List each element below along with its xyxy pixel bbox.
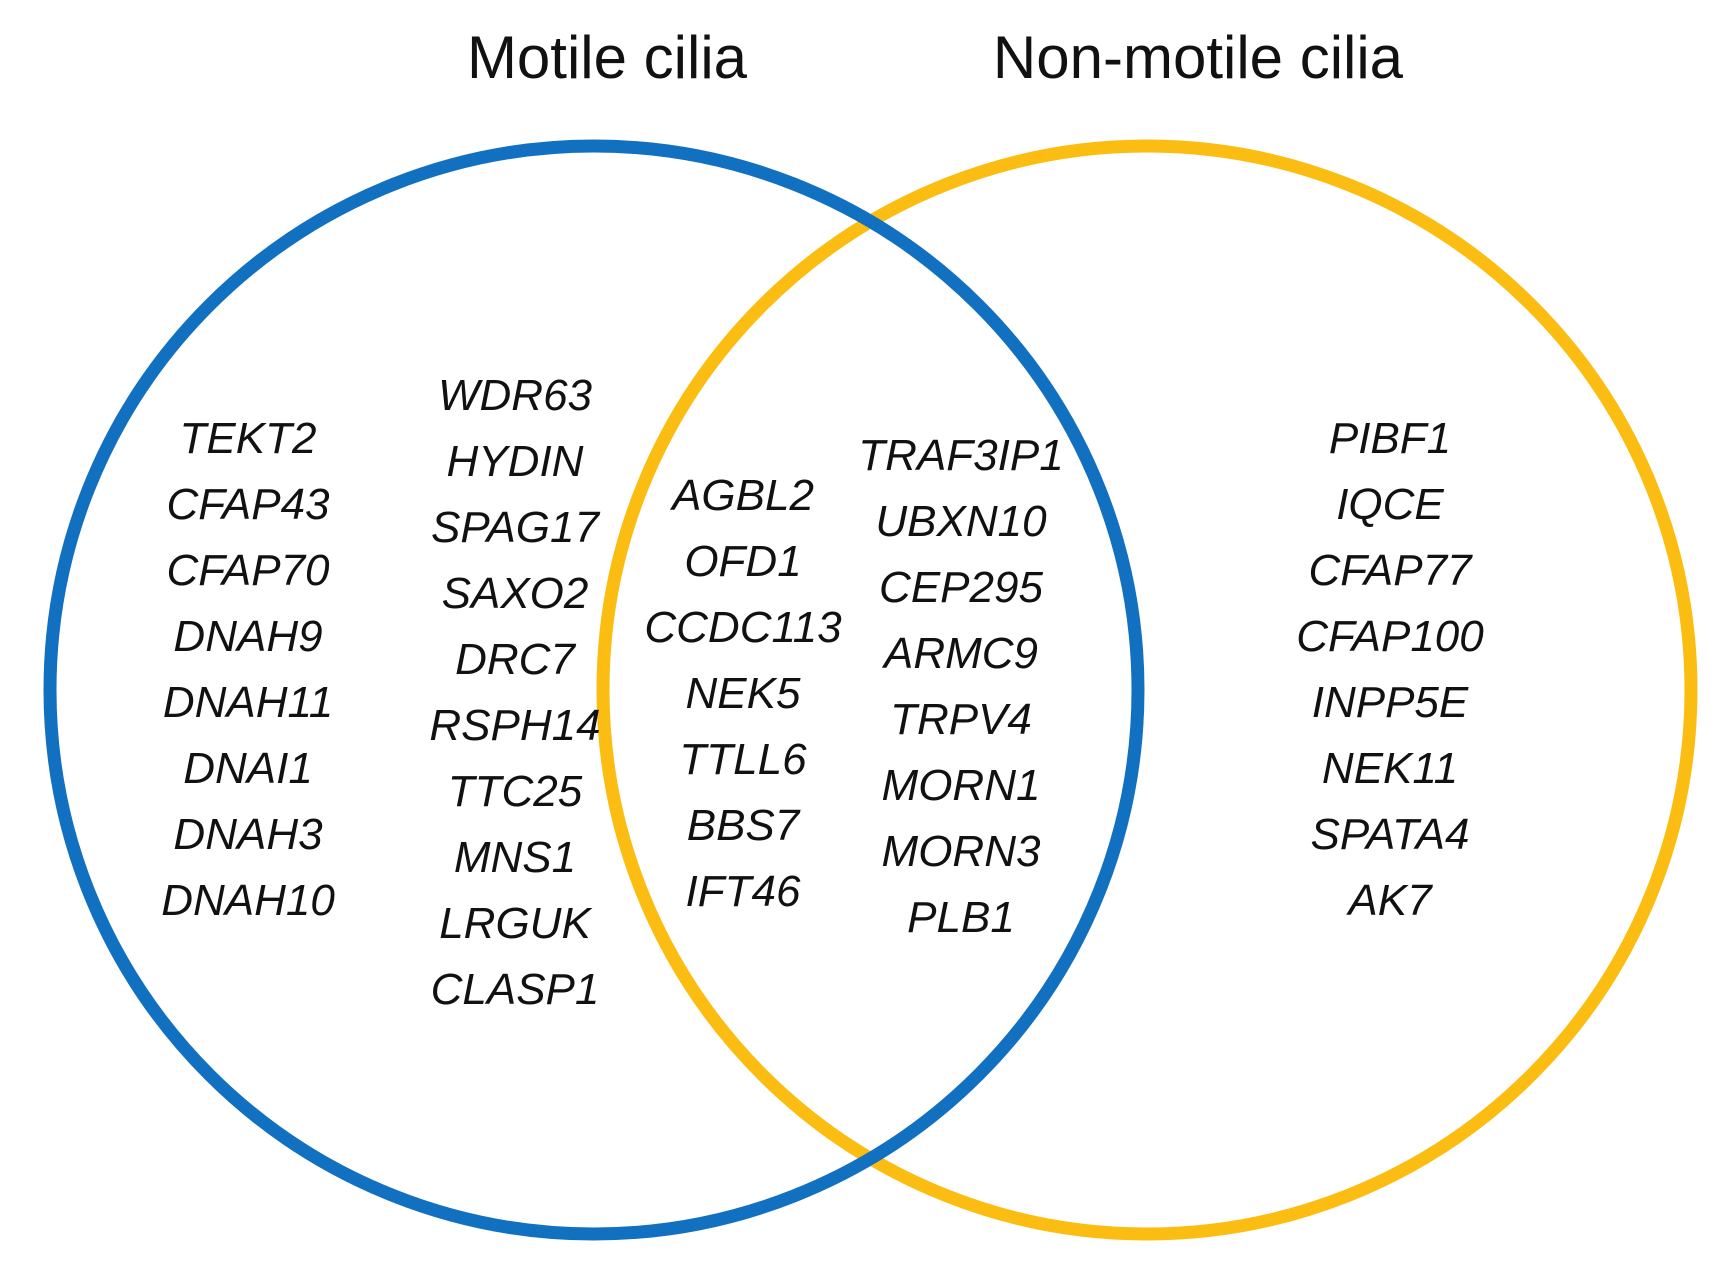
gene-label: TTLL6 <box>679 735 807 784</box>
gene-label: NEK11 <box>1321 744 1459 793</box>
gene-label: OFD1 <box>684 537 802 586</box>
gene-label: TRAF3IP1 <box>858 431 1064 480</box>
gene-label: HYDIN <box>446 437 584 486</box>
gene-label: WDR63 <box>437 371 593 420</box>
gene-label: DNAH3 <box>173 810 323 859</box>
gene-label: MNS1 <box>453 833 577 882</box>
gene-label: MORN3 <box>881 827 1041 876</box>
gene-label: BBS7 <box>686 801 800 850</box>
gene-label: TTC25 <box>447 767 583 816</box>
gene-label: TEKT2 <box>179 414 317 463</box>
gene-label: TRPV4 <box>890 695 1032 744</box>
gene-label: MORN1 <box>881 761 1041 810</box>
gene-label: CEP295 <box>879 563 1043 612</box>
gene-label: AK7 <box>1348 876 1432 925</box>
gene-label: IQCE <box>1336 480 1444 529</box>
gene-label: SPAG17 <box>431 503 599 552</box>
shared-gene-list-1: AGBL2 OFD1 CCDC113 NEK5 TTLL6 BBS7 IFT46 <box>628 463 858 925</box>
motile-cilia-circle <box>43 139 1145 1241</box>
gene-label: NEK5 <box>685 669 801 718</box>
gene-label: IFT46 <box>685 867 801 916</box>
gene-label: DNAI1 <box>183 744 313 793</box>
gene-label: DNAH11 <box>162 678 334 727</box>
motile-only-gene-list-1: TEKT2 CFAP43 CFAP70 DNAH9 DNAH11 DNAI1 D… <box>128 406 368 934</box>
gene-label: CLASP1 <box>430 965 600 1014</box>
gene-label: PLB1 <box>907 893 1015 942</box>
non-motile-cilia-title: Non-motile cilia <box>992 24 1404 91</box>
gene-label: SPATA4 <box>1310 810 1470 859</box>
motile-cilia-title: Motile cilia <box>466 24 748 91</box>
gene-label: CCDC113 <box>644 603 842 652</box>
motile-only-gene-list-2: WDR63 HYDIN SPAG17 SAXO2 DRC7 RSPH14 TTC… <box>395 363 635 1023</box>
non-motile-cilia-circle <box>596 139 1698 1241</box>
gene-label: UBXN10 <box>875 497 1047 546</box>
gene-label: CFAP100 <box>1296 612 1484 661</box>
gene-label: DRC7 <box>455 635 575 684</box>
gene-label: ARMC9 <box>883 629 1039 678</box>
gene-label: LRGUK <box>439 899 591 948</box>
gene-label: AGBL2 <box>672 471 814 520</box>
gene-label: PIBF1 <box>1328 414 1452 463</box>
gene-label: RSPH14 <box>429 701 601 750</box>
gene-label: CFAP43 <box>166 480 330 529</box>
gene-label: SAXO2 <box>441 569 589 618</box>
gene-label: CFAP70 <box>166 546 330 595</box>
non-motile-only-gene-list: PIBF1 IQCE CFAP77 CFAP100 INPP5E NEK11 S… <box>1270 406 1510 934</box>
gene-label: DNAH10 <box>161 876 335 925</box>
gene-label: CFAP77 <box>1308 546 1472 595</box>
shared-gene-list-2: TRAF3IP1 UBXN10 CEP295 ARMC9 TRPV4 MORN1… <box>836 423 1086 951</box>
gene-label: DNAH9 <box>173 612 323 661</box>
gene-label: INPP5E <box>1311 678 1469 727</box>
